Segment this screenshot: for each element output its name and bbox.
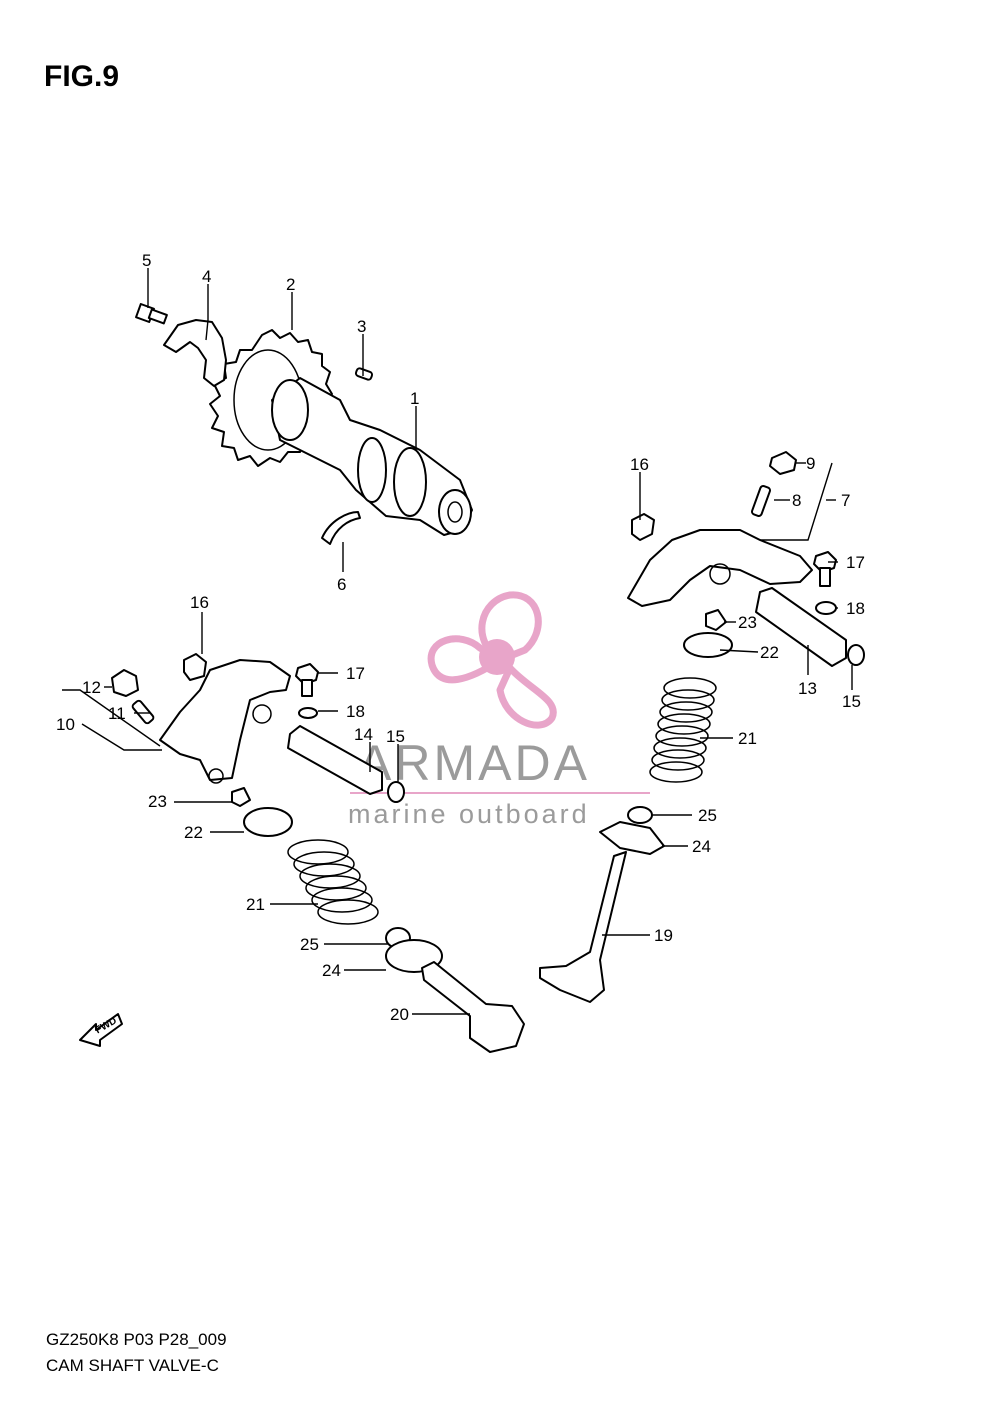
adjuster-screw-right: [751, 485, 771, 517]
callout-20: 20: [390, 1005, 409, 1024]
callout-3: 3: [357, 317, 366, 336]
valve-spring-left: [287, 839, 379, 925]
cam-clip: [321, 511, 361, 545]
leader-lines: [62, 268, 853, 1015]
oring-left: [387, 781, 405, 803]
rocker-shaft-left: [287, 725, 383, 795]
callout-10: 10: [56, 715, 75, 734]
callout-1: 1: [410, 389, 419, 408]
valve-cotter-right-upper: [705, 609, 727, 631]
callout-24-left: 24: [322, 961, 341, 980]
callout-13: 13: [798, 679, 817, 698]
cam-retainer-plate: [163, 319, 227, 387]
oil-seal-right: [627, 806, 653, 824]
callout-numbers: 1 2 3 4 5 6 7 8 9 10 11 12 13 14 15 15 1…: [56, 251, 865, 1024]
valve-right: [539, 851, 627, 1003]
callout-9: 9: [806, 454, 815, 473]
callout-16-left: 16: [190, 593, 209, 612]
rocker-bolt-right: [813, 551, 837, 587]
washer-right: [815, 601, 837, 615]
callout-18-right: 18: [846, 599, 865, 618]
callout-5: 5: [142, 251, 151, 270]
adjuster-screw-left: [131, 699, 155, 725]
callout-17-left: 17: [346, 664, 365, 683]
watermark-tagline: marine outboard: [348, 799, 590, 829]
callout-19: 19: [654, 926, 673, 945]
spring-retainer-left: [243, 807, 293, 837]
callout-25-right: 25: [698, 806, 717, 825]
valve-left: [421, 961, 525, 1053]
oring-right: [847, 644, 865, 666]
callout-23-left: 23: [148, 792, 167, 811]
callout-23-right: 23: [738, 613, 757, 632]
callout-17-right: 17: [846, 553, 865, 572]
retainer-bolt: [135, 303, 168, 325]
callout-21-right: 21: [738, 729, 757, 748]
dowel-pin: [354, 367, 374, 381]
diagram-name: CAM SHAFT VALVE-C: [46, 1356, 219, 1375]
rocker-arm-left: [159, 653, 291, 784]
spring-seat-right: [599, 821, 665, 855]
figure-title: FIG.9: [44, 60, 120, 93]
callout-12: 12: [82, 678, 101, 697]
diagram-code: GZ250K8 P03 P28_009: [46, 1330, 227, 1349]
callout-18-left: 18: [346, 702, 365, 721]
callout-22-right: 22: [760, 643, 779, 662]
adjuster-nut-left: [111, 669, 139, 697]
callout-16-right: 16: [630, 455, 649, 474]
rocker-bolt-left: [295, 663, 319, 697]
callout-15-right: 15: [842, 692, 861, 711]
callout-25-left: 25: [300, 935, 319, 954]
arrow-left-icon: [79, 1013, 123, 1047]
callout-2: 2: [286, 275, 295, 294]
callout-8: 8: [792, 491, 801, 510]
fwd-direction-badge: FWD: [79, 1013, 123, 1047]
callout-7: 7: [841, 491, 850, 510]
callout-6: 6: [337, 575, 346, 594]
spring-retainer-right: [683, 632, 733, 658]
propeller-hub: [479, 639, 515, 675]
rocker-arm-right: [627, 513, 813, 607]
rocker-shim-right: [631, 513, 655, 541]
callout-14: 14: [354, 725, 373, 744]
adjuster-nut-right: [769, 451, 797, 475]
callout-4: 4: [202, 267, 211, 286]
callout-15-left: 15: [386, 727, 405, 746]
rocker-shaft-right: [755, 587, 847, 667]
camshaft: [271, 377, 473, 536]
valve-cotter-left-upper: [231, 787, 251, 807]
callout-11: 11: [108, 704, 126, 723]
callout-21-left: 21: [246, 895, 265, 914]
propeller-icon: [427, 591, 557, 729]
washer-left: [298, 707, 318, 719]
valve-spring-right: [649, 677, 717, 783]
callout-24-right: 24: [692, 837, 711, 856]
callout-22-left: 22: [184, 823, 203, 842]
rocker-shim-left: [183, 653, 207, 681]
